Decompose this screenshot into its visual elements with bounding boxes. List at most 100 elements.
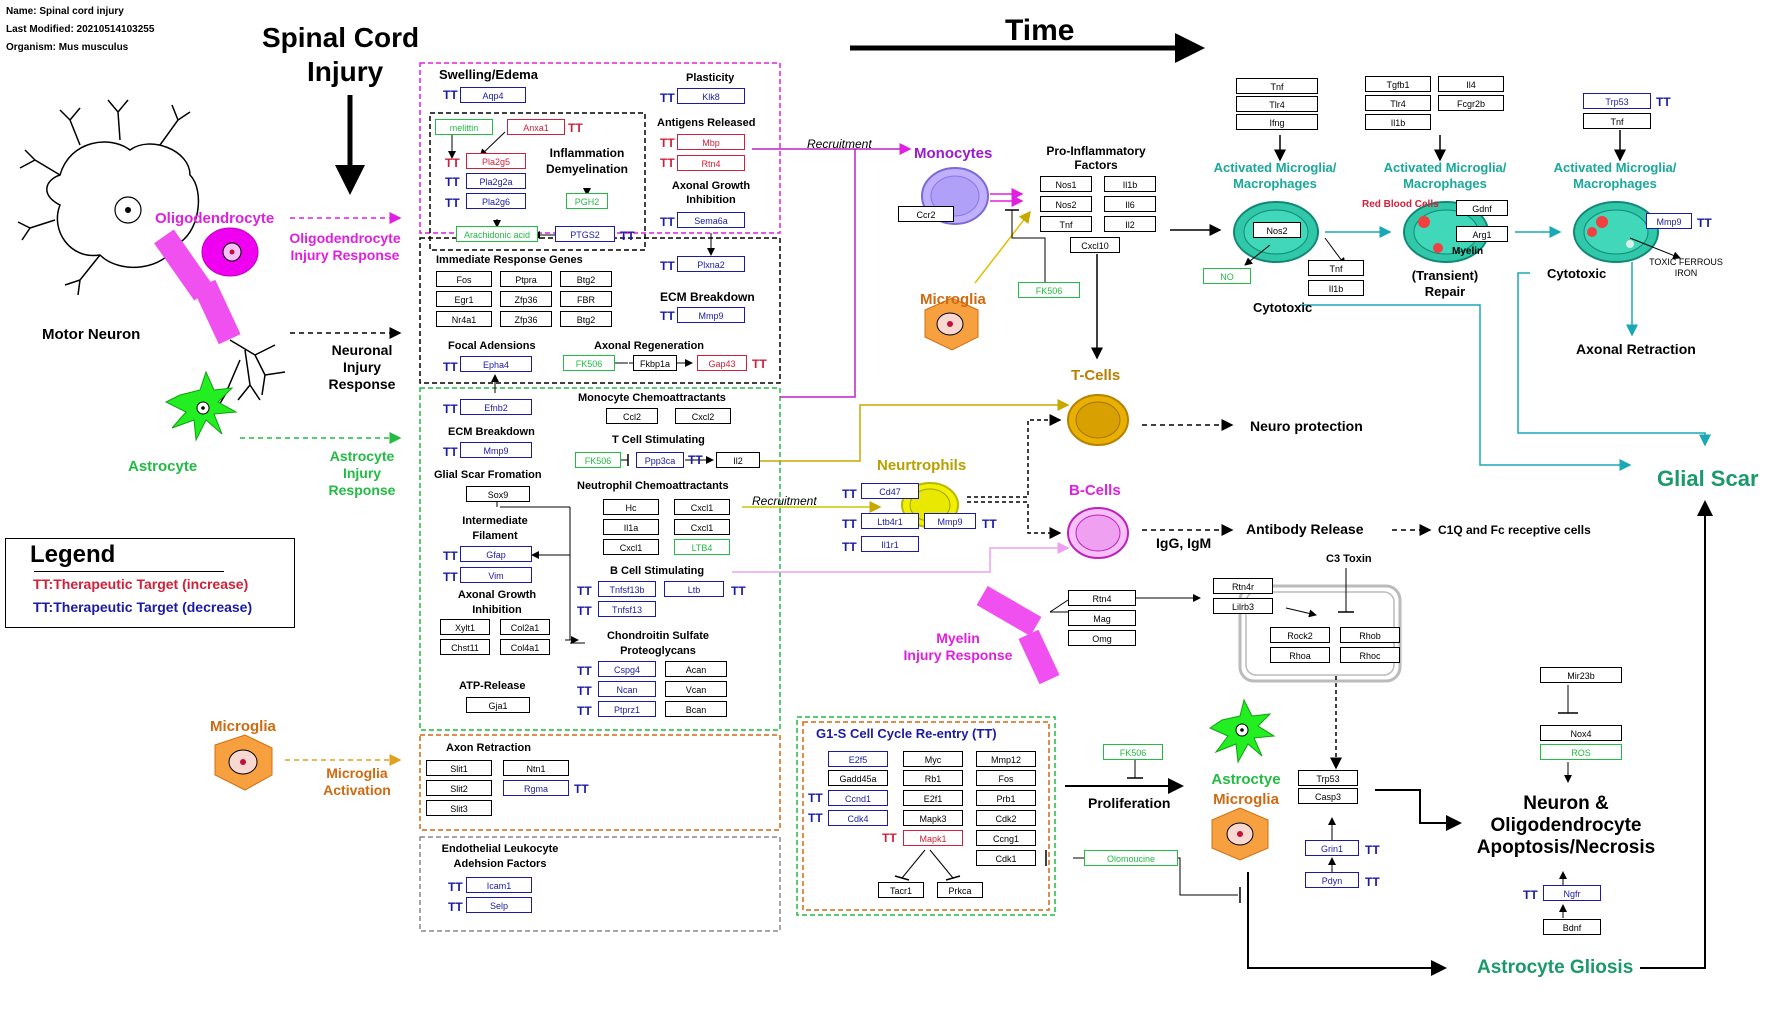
gene-ppp3ca[interactable]: Ppp3ca: [636, 452, 684, 468]
gene-gja1[interactable]: Gja1: [466, 697, 530, 713]
gene-ltb4r1[interactable]: Ltb4r1: [861, 513, 919, 529]
gene-cd47[interactable]: Cd47: [861, 483, 919, 499]
gene-tnf[interactable]: Tnf: [1040, 216, 1092, 232]
gene-anxa1[interactable]: Anxa1: [507, 119, 565, 135]
gene-gadd45a[interactable]: Gadd45a: [828, 770, 888, 786]
drug-fk506-d[interactable]: FK506: [1103, 744, 1163, 760]
gene-xylt1[interactable]: Xylt1: [440, 619, 490, 635]
gene-ltb4[interactable]: LTB4: [674, 539, 730, 555]
gene-fcgr2b[interactable]: Fcgr2b: [1438, 95, 1504, 111]
gene-zfp36-a[interactable]: Zfp36: [500, 291, 552, 307]
gene-mapk3[interactable]: Mapk3: [903, 810, 963, 826]
gene-pla2g6[interactable]: Pla2g6: [466, 193, 526, 209]
gene-il1b-2[interactable]: Il1b: [1365, 114, 1431, 130]
gene-btg2-b[interactable]: Btg2: [560, 311, 612, 327]
gene-aqp4[interactable]: Aqp4: [460, 87, 526, 103]
drug-fk506-a[interactable]: FK506: [563, 355, 615, 371]
gene-sema6a[interactable]: Sema6a: [677, 212, 745, 228]
gene-arachidonic-acid[interactable]: Arachidonic acid: [456, 226, 538, 242]
gene-ccl2[interactable]: Ccl2: [606, 408, 658, 424]
gene-pgh2[interactable]: PGH2: [566, 193, 608, 209]
gene-gap43[interactable]: Gap43: [697, 355, 747, 371]
gene-rb1[interactable]: Rb1: [903, 770, 963, 786]
gene-rhoc[interactable]: Rhoc: [1340, 647, 1400, 663]
gene-il4[interactable]: Il4: [1438, 76, 1504, 92]
gene-tnfsf13b[interactable]: Tnfsf13b: [598, 581, 656, 597]
gene-tacr1[interactable]: Tacr1: [878, 882, 924, 898]
gene-ptgs2[interactable]: PTGS2: [555, 226, 615, 242]
gene-tgfb1[interactable]: Tgfb1: [1365, 76, 1431, 92]
gene-il1r1[interactable]: Il1r1: [861, 536, 919, 552]
gene-rtn4r[interactable]: Rtn4r: [1213, 578, 1273, 594]
gene-ccr2[interactable]: Ccr2: [898, 206, 954, 222]
gene-fos-2[interactable]: Fos: [976, 770, 1036, 786]
gene-nox4[interactable]: Nox4: [1540, 725, 1622, 741]
gene-prb1[interactable]: Prb1: [976, 790, 1036, 806]
gene-klk8[interactable]: Klk8: [677, 88, 745, 104]
gene-fos[interactable]: Fos: [436, 271, 492, 287]
gene-rgma[interactable]: Rgma: [503, 780, 569, 796]
gene-ros[interactable]: ROS: [1540, 744, 1622, 760]
gene-melittin[interactable]: melittin: [435, 119, 493, 135]
gene-slit1[interactable]: Slit1: [426, 760, 492, 776]
gene-cxcl2[interactable]: Cxcl2: [675, 408, 731, 424]
gene-col4a1[interactable]: Col4a1: [500, 639, 550, 655]
gene-ptprz1[interactable]: Ptprz1: [598, 701, 656, 717]
gene-btg2-a[interactable]: Btg2: [560, 271, 612, 287]
gene-epha4[interactable]: Epha4: [460, 356, 532, 372]
gene-fbr[interactable]: FBR: [560, 291, 612, 307]
gene-il1b[interactable]: Il1b: [1104, 176, 1156, 192]
gene-myc[interactable]: Myc: [903, 751, 963, 767]
gene-plxna2[interactable]: Plxna2: [677, 256, 745, 272]
gene-tnfsf13[interactable]: Tnfsf13: [598, 601, 656, 617]
gene-zfp36-b[interactable]: Zfp36: [500, 311, 552, 327]
gene-acan[interactable]: Acan: [665, 661, 727, 677]
gene-nos1[interactable]: Nos1: [1040, 176, 1092, 192]
gene-lilrb3[interactable]: Lilrb3: [1213, 598, 1273, 614]
gene-mapk1[interactable]: Mapk1: [903, 830, 963, 846]
gene-gdnf[interactable]: Gdnf: [1456, 200, 1508, 216]
gene-il1a[interactable]: Il1a: [603, 519, 659, 535]
gene-bcan[interactable]: Bcan: [665, 701, 727, 717]
gene-col2a1[interactable]: Col2a1: [500, 619, 550, 635]
gene-trp53-b[interactable]: Trp53: [1298, 770, 1358, 786]
gene-vcan[interactable]: Vcan: [665, 681, 727, 697]
gene-mag[interactable]: Mag: [1068, 610, 1136, 626]
gene-e2f5[interactable]: E2f5: [828, 751, 888, 767]
gene-rtn4-b[interactable]: Rtn4: [1068, 590, 1136, 606]
gene-sox9[interactable]: Sox9: [466, 486, 530, 502]
gene-cxcl10[interactable]: Cxcl10: [1070, 237, 1120, 253]
gene-mir23b[interactable]: Mir23b: [1540, 667, 1622, 683]
gene-mmp12[interactable]: Mmp12: [976, 751, 1036, 767]
gene-rtn4[interactable]: Rtn4: [677, 155, 745, 171]
gene-selp[interactable]: Selp: [466, 897, 532, 913]
gene-cspg4[interactable]: Cspg4: [598, 661, 656, 677]
gene-arg1[interactable]: Arg1: [1456, 226, 1508, 242]
gene-no[interactable]: NO: [1203, 268, 1251, 284]
gene-cdk4[interactable]: Cdk4: [828, 810, 888, 826]
gene-trp53-a[interactable]: Trp53: [1583, 93, 1651, 109]
gene-slit2[interactable]: Slit2: [426, 780, 492, 796]
drug-fk506-b[interactable]: FK506: [575, 452, 621, 468]
gene-ntn1[interactable]: Ntn1: [503, 760, 569, 776]
gene-nos2[interactable]: Nos2: [1040, 196, 1092, 212]
gene-ngfr[interactable]: Ngfr: [1543, 885, 1601, 901]
gene-il6[interactable]: Il6: [1104, 196, 1156, 212]
gene-ccng1[interactable]: Ccng1: [976, 830, 1036, 846]
gene-chst11[interactable]: Chst11: [440, 639, 490, 655]
gene-nos2-b[interactable]: Nos2: [1253, 222, 1301, 238]
gene-mmp9-d[interactable]: Mmp9: [924, 513, 976, 529]
gene-hc[interactable]: Hc: [603, 499, 659, 515]
gene-pdyn[interactable]: Pdyn: [1305, 872, 1359, 888]
gene-ptpra[interactable]: Ptpra: [500, 271, 552, 287]
gene-cxcl1-c[interactable]: Cxcl1: [603, 539, 659, 555]
gene-casp3[interactable]: Casp3: [1298, 788, 1358, 804]
gene-tnf-4[interactable]: Tnf: [1308, 260, 1364, 276]
gene-vim[interactable]: Vim: [460, 567, 532, 583]
gene-pla2g5[interactable]: Pla2g5: [466, 153, 526, 169]
drug-fk506-c[interactable]: FK506: [1018, 282, 1080, 298]
gene-mmp9-c[interactable]: Mmp9: [1646, 213, 1692, 229]
gene-grin1[interactable]: Grin1: [1305, 840, 1359, 856]
gene-prkca[interactable]: Prkca: [937, 882, 983, 898]
gene-fkbp1a[interactable]: Fkbp1a: [633, 355, 677, 371]
